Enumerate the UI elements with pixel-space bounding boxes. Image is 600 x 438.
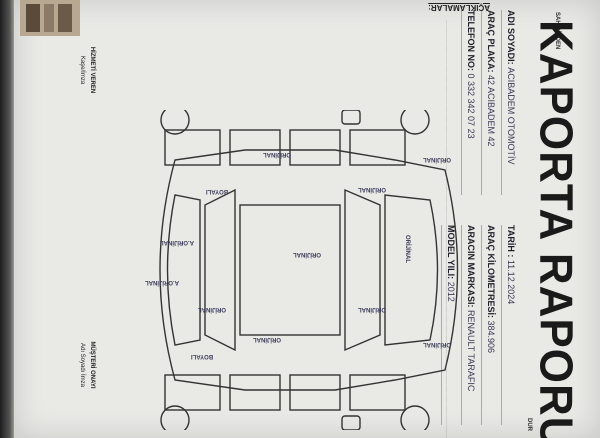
part-label-left-rear-door: ORİJİNAL xyxy=(262,151,292,158)
customer-signature-block: MÜŞTERİ ONAYI Adı Soyadı İmza xyxy=(79,320,95,410)
plate-field: ARAÇ PLAKA: 42 ACIBADEM 42 xyxy=(481,10,500,195)
part-label-trunk-left: A.ORİJİNAL xyxy=(159,239,195,246)
page-edge-shadow xyxy=(0,0,14,438)
name-value: ACIBADEM OTOMOTİV xyxy=(506,67,516,165)
date-field: TARİH : 11.12.2024 xyxy=(501,225,520,425)
name-field: ADI SOYADI: ACIBADEM OTOMOTİV xyxy=(501,10,520,195)
dealer-signature-block: HİZMETİ VEREN Kaşe/İmza xyxy=(79,30,95,110)
name-label: ADI SOYADI: xyxy=(506,10,516,65)
customer-sig-title: MÜŞTERİ ONAYI xyxy=(89,341,95,389)
date-value: 11.12.2024 xyxy=(506,259,516,305)
km-label: ARAÇ KİLOMETRESİ: xyxy=(486,225,496,318)
report-sheet xyxy=(14,0,600,438)
part-label-rear-bumper: BOYALI xyxy=(190,353,214,360)
report-title: KAPORTA RAPORU xyxy=(529,20,582,438)
part-label-hood: ORİJİNAL xyxy=(404,235,410,264)
report-form: SAHİBİNDEN KAPORTA RAPORU DUR ADI SOYADI… xyxy=(14,0,600,438)
km-field: ARAÇ KİLOMETRESİ: 384.906 xyxy=(481,225,500,425)
part-label-right-rear-door: ORİJİNAL xyxy=(252,336,282,343)
plate-label: ARAÇ PLAKA: xyxy=(486,10,496,73)
part-label-right-front-door: ORİJİNAL xyxy=(357,306,387,313)
dealer-sig-name: Kaşe/İmza xyxy=(79,55,85,85)
notes-title: AÇIKLAMALAR: xyxy=(428,3,490,12)
part-label-roof: ORİJİNAL xyxy=(292,251,322,258)
part-label-right-rear-panel: ORİJİNAL xyxy=(197,306,227,313)
customer-sig-name: Adı Soyadı İmza xyxy=(79,342,85,388)
logo-thumbnail xyxy=(20,0,80,36)
plate-value: 42 ACIBADEM 42 xyxy=(486,75,496,147)
date-label: TARİH : xyxy=(506,225,516,258)
part-label-left-rear-panel: BOYALI xyxy=(205,188,229,195)
car-body-diagram xyxy=(159,110,459,430)
title-suffix: DUR xyxy=(526,418,532,431)
notes-fine-print: ........................................… xyxy=(445,20,450,438)
km-value: 384.906 xyxy=(486,320,496,354)
phone-label: TELEFON NO: xyxy=(466,10,476,71)
part-label-left-front-door: ORİJİNAL xyxy=(357,186,387,193)
part-label-trunk-right: A.ORİJİNAL xyxy=(144,279,180,286)
dealer-sig-title: HİZMETİ VEREN xyxy=(89,46,95,94)
